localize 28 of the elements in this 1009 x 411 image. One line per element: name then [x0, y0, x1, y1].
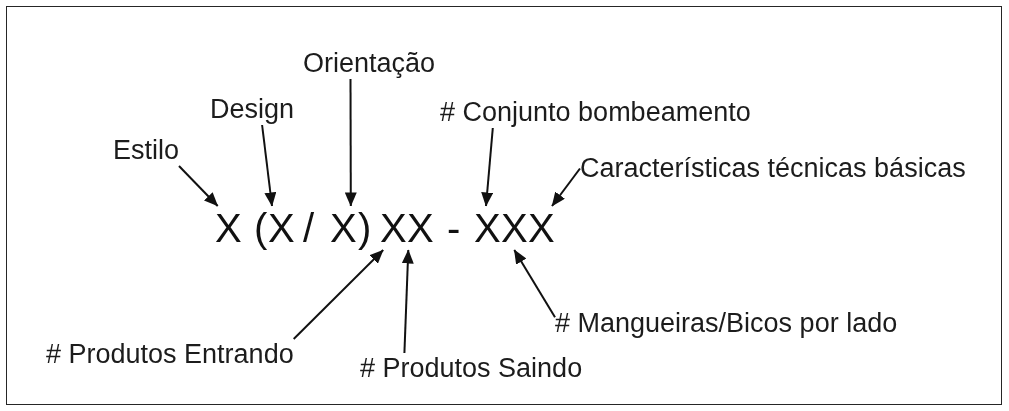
code-character: X	[407, 206, 434, 250]
code-symbol: (	[254, 206, 268, 250]
code-character: X	[330, 206, 357, 250]
callout-label: Estilo	[113, 135, 180, 166]
code-character: X	[474, 206, 501, 250]
code-character: X	[380, 206, 407, 250]
callout-label: # Conjunto bombeamento	[440, 97, 751, 128]
callout-label: # Mangueiras/Bicos por lado	[555, 308, 898, 339]
code-symbol: )	[358, 206, 372, 250]
leader-arrow	[344, 78, 357, 207]
callout-label: Orientação	[303, 48, 436, 79]
leader-arrow	[401, 249, 414, 354]
leader-arrow	[551, 167, 581, 207]
callout-label: Design	[210, 94, 295, 125]
code-character: X	[215, 206, 242, 250]
code-symbol: /	[303, 206, 315, 250]
leader-arrow	[178, 165, 219, 207]
code-character: X	[268, 206, 295, 250]
leader-arrow	[513, 249, 556, 319]
callout-label: # Produtos Entrando	[46, 339, 294, 370]
callout-label: # Produtos Saindo	[360, 353, 583, 384]
code-character: X	[501, 206, 528, 250]
leader-arrow	[292, 249, 385, 340]
leader-arrow	[261, 124, 277, 207]
callout-label: Características técnicas básicas	[580, 153, 966, 184]
code-symbol: -	[447, 206, 461, 250]
leader-arrow	[481, 127, 494, 207]
code-character: X	[528, 206, 555, 250]
